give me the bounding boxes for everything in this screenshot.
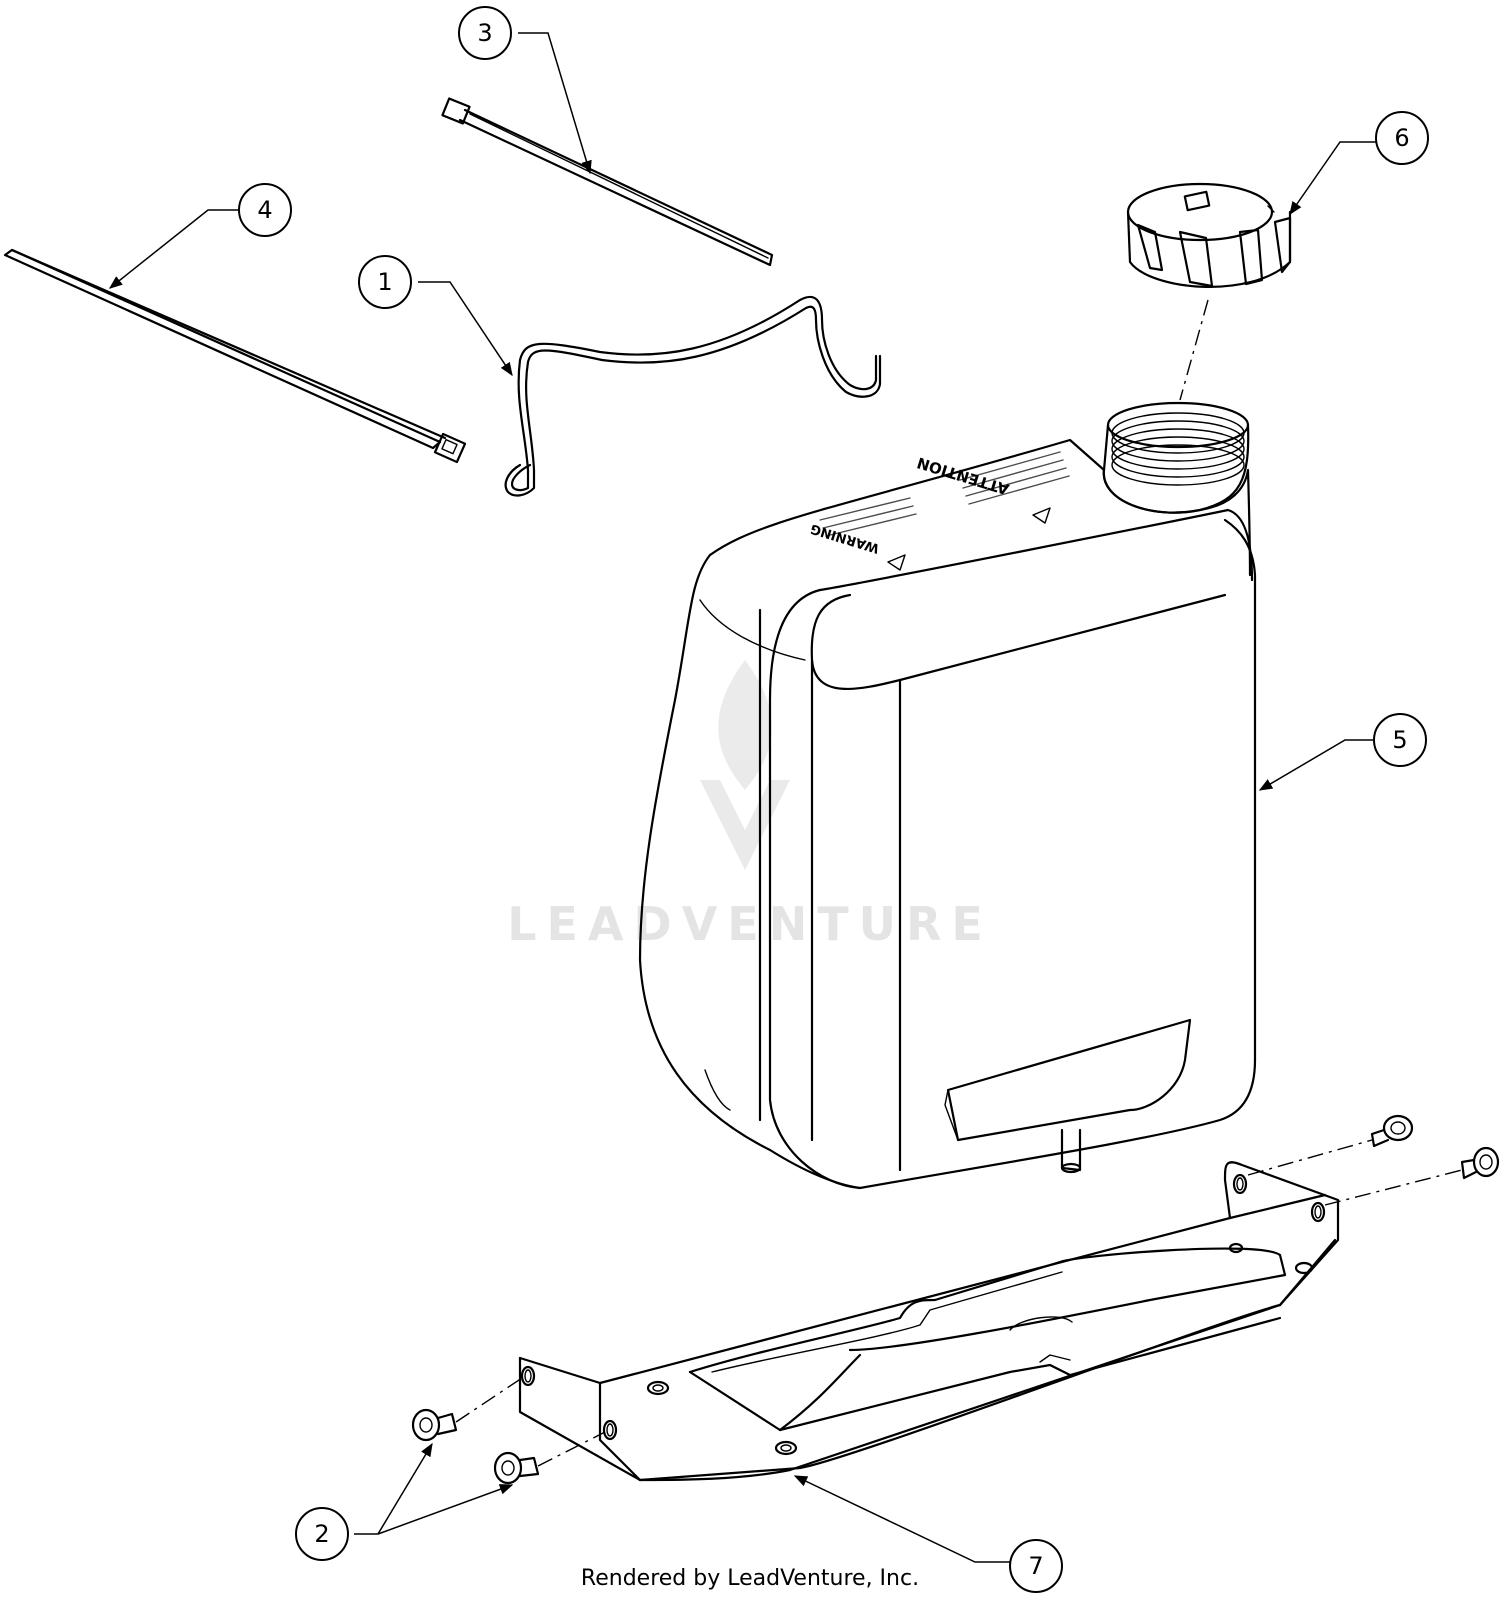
callout-4-label: 4 — [257, 196, 272, 224]
callout-1-label: 1 — [377, 268, 392, 296]
part-cable-tie-short — [441, 97, 774, 267]
callout-3[interactable]: 3 — [458, 6, 512, 60]
leader-lines — [108, 32, 1376, 1563]
callout-5-label: 5 — [1392, 726, 1407, 754]
part-mounting-bracket — [518, 1161, 1340, 1482]
part-cable-tie-long — [3, 248, 467, 464]
callout-7[interactable]: 7 — [1009, 1539, 1063, 1593]
screw-bottom-left-1 — [411, 1408, 458, 1442]
screw-bottom-left-2 — [493, 1451, 540, 1485]
callout-7-label: 7 — [1028, 1552, 1043, 1580]
screw-top-right-2 — [1460, 1146, 1500, 1180]
callout-1[interactable]: 1 — [358, 255, 412, 309]
part-screws — [411, 1114, 1500, 1485]
callout-2[interactable]: 2 — [295, 1507, 349, 1561]
part-fuel-cap — [1126, 182, 1292, 288]
watermark-text: LEADVENTURE — [507, 897, 993, 951]
footer-credit: Rendered by LeadVenture, Inc. — [580, 1566, 920, 1591]
callout-6[interactable]: 6 — [1375, 111, 1429, 165]
screw-top-right-1 — [1370, 1114, 1414, 1148]
callout-5[interactable]: 5 — [1373, 713, 1427, 767]
watermark-flame-icon — [700, 660, 790, 870]
cap-centerline — [1179, 299, 1209, 401]
callout-4[interactable]: 4 — [238, 183, 292, 237]
callout-3-label: 3 — [477, 19, 492, 47]
callout-6-label: 6 — [1394, 124, 1409, 152]
part-fuel-tank: WARNING ATTENTION — [638, 401, 1257, 1190]
watermark: LEADVENTURE — [507, 660, 993, 951]
part-wire-clip — [504, 295, 882, 497]
callout-2-label: 2 — [314, 1520, 329, 1548]
